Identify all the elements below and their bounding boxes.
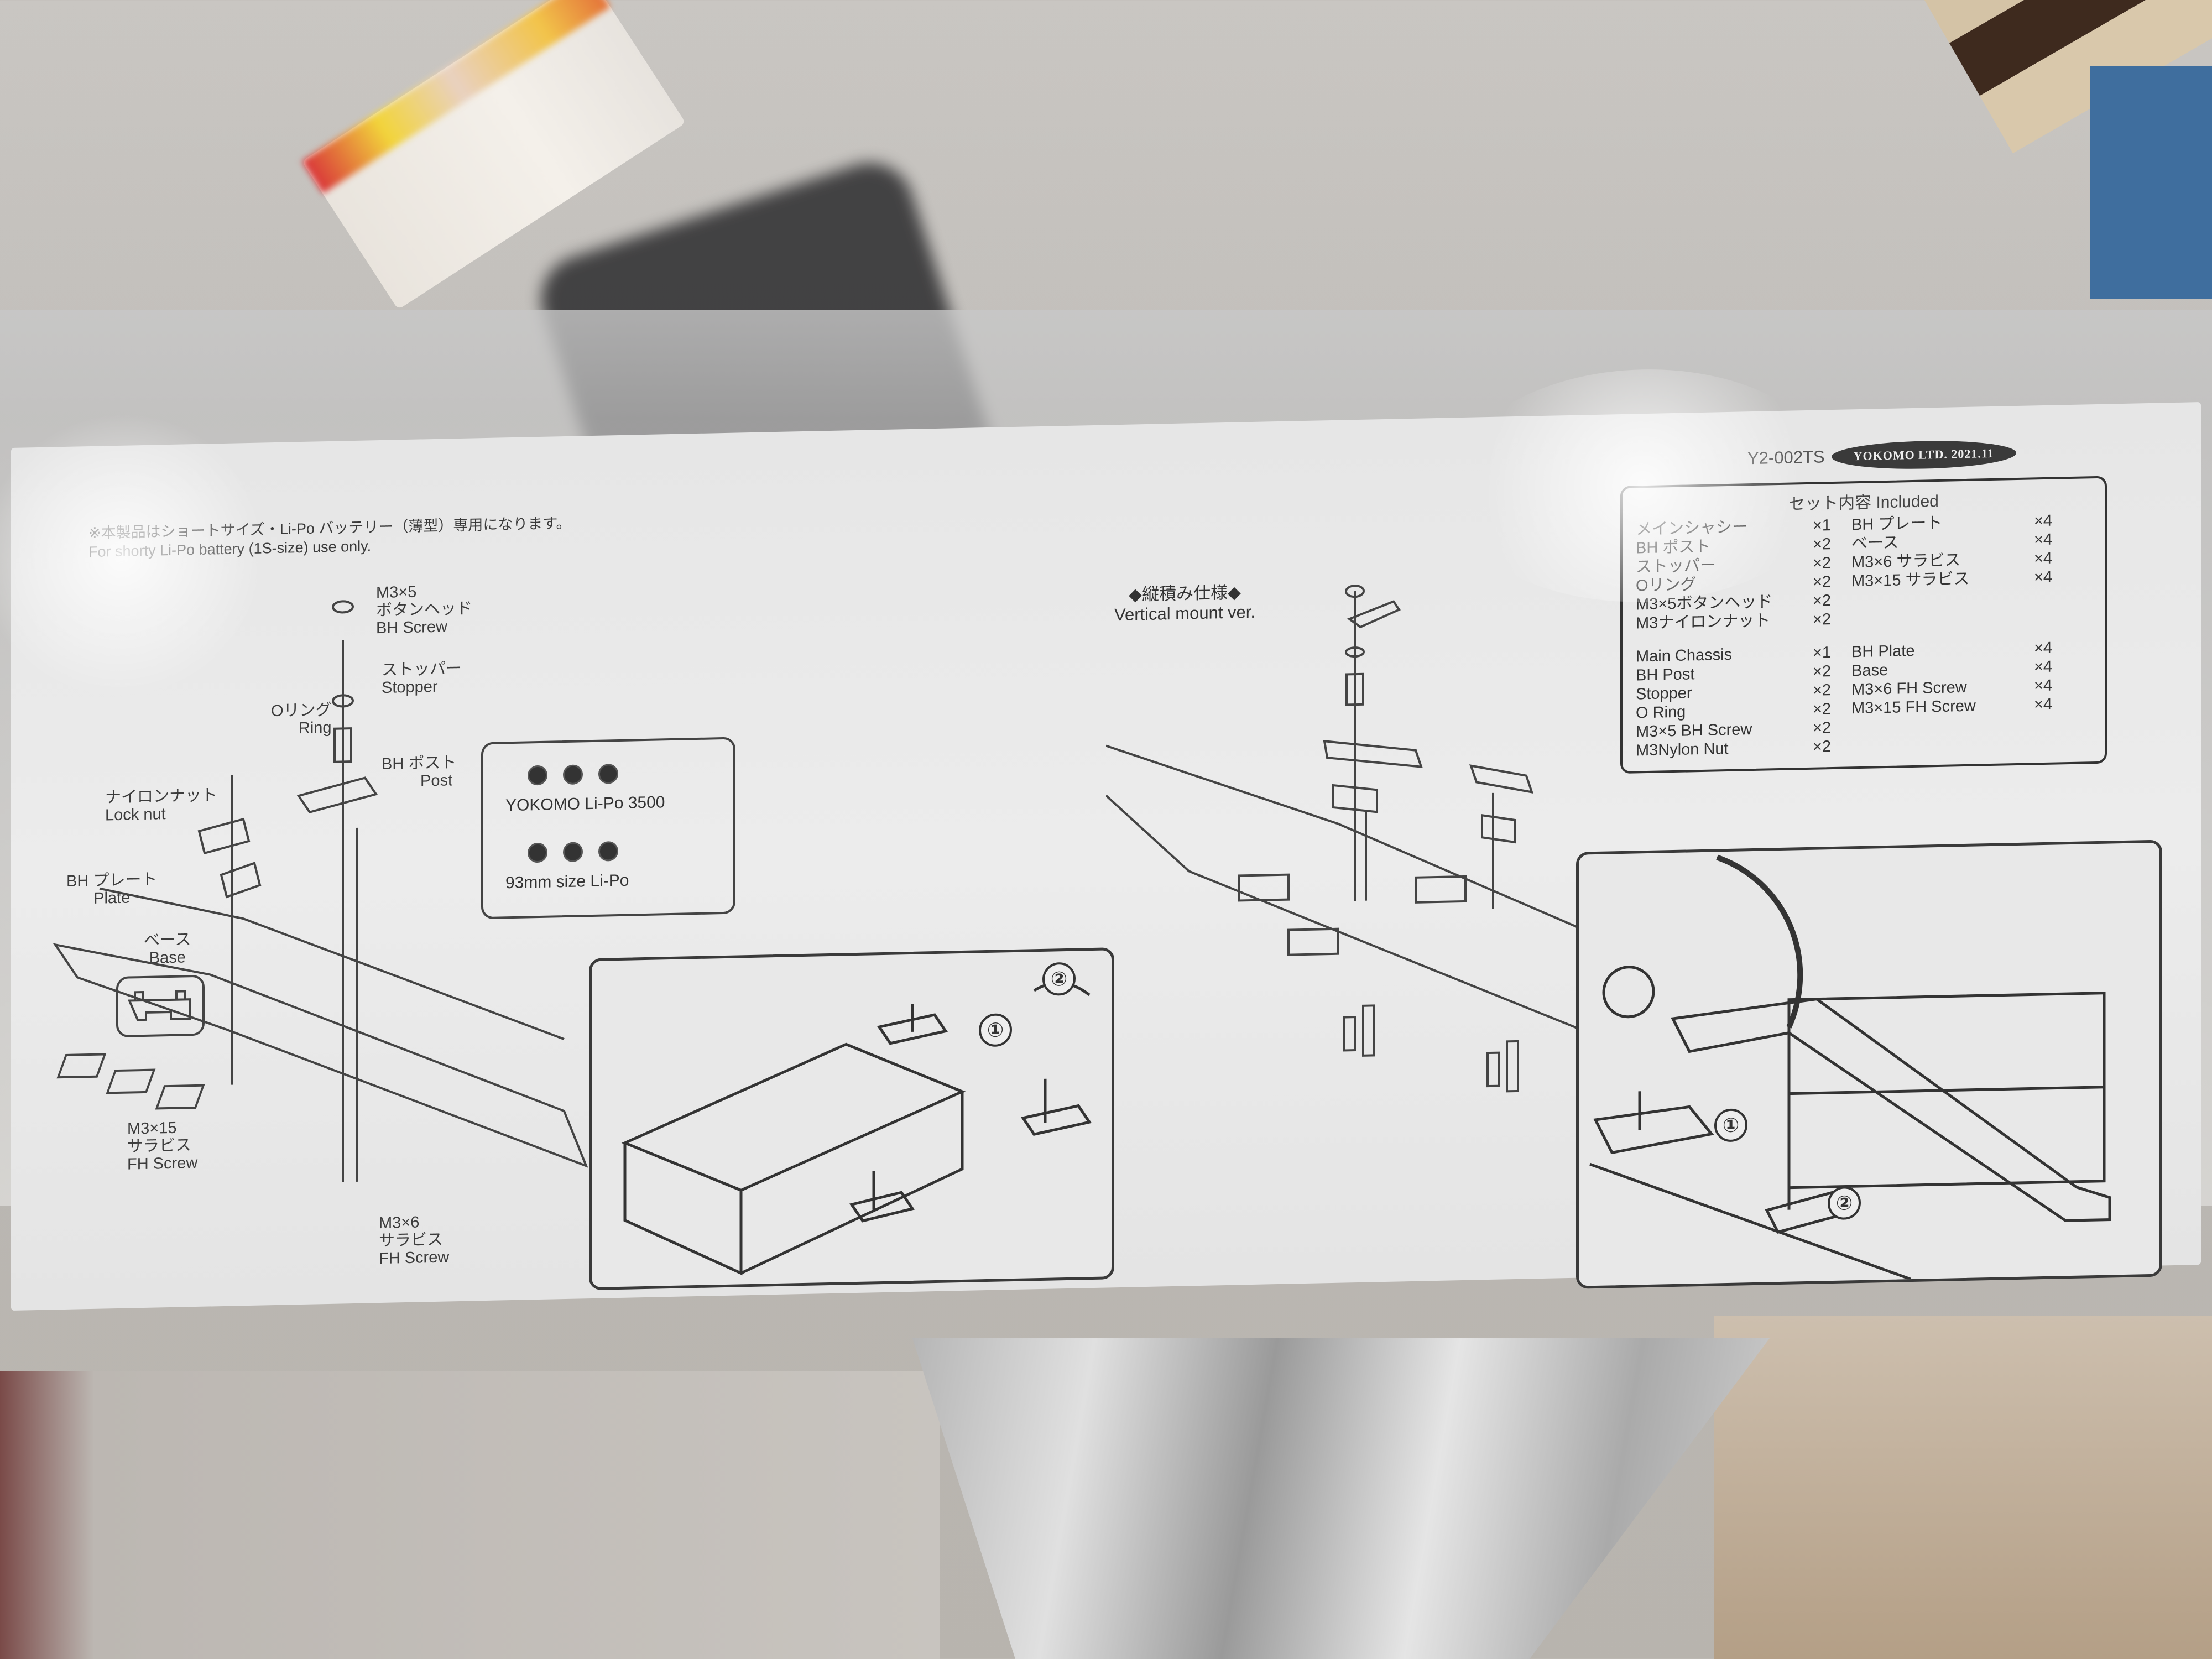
part-qty: ×2 xyxy=(1813,592,1832,610)
part-qty: ×2 xyxy=(1813,700,1832,718)
part-qty: ×4 xyxy=(2034,568,2053,587)
inset-vertical-install: ① ② xyxy=(1576,839,2162,1289)
part-qty: ×4 xyxy=(2034,549,2053,568)
part-qty: ×1 xyxy=(1813,644,1832,662)
part-qty: ×2 xyxy=(1813,611,1832,629)
background-blue-panel xyxy=(2090,66,2212,299)
inset-battery-install: ① ② xyxy=(589,947,1114,1291)
product-code: Y2-002TS xyxy=(1747,447,1825,468)
foil-bag xyxy=(912,1338,1770,1659)
product-header: Y2-002TS YOKOMO LTD. 2021.11 xyxy=(1747,439,2016,472)
part-qty: ×2 xyxy=(1813,554,1832,572)
part-qty: ×2 xyxy=(1813,662,1832,681)
part-name: M3ナイロンナット xyxy=(1636,612,1771,633)
chassis-exploded-drawing xyxy=(53,600,588,1182)
part-qty: ×4 xyxy=(2034,639,2053,658)
part-qty: ×2 xyxy=(1813,681,1832,700)
part-qty: ×4 xyxy=(2034,676,2053,695)
part-qty: ×2 xyxy=(1813,738,1832,756)
maker-badge: YOKOMO LTD. 2021.11 xyxy=(1831,439,2016,471)
part-qty: ×4 xyxy=(2034,658,2053,676)
part-qty: ×2 xyxy=(1813,573,1832,591)
part-name: M3Nylon Nut xyxy=(1636,739,1729,760)
vertical-mount-drawing xyxy=(1106,585,1631,1093)
part-qty: ×4 xyxy=(2034,512,2053,530)
parts-list-box: セット内容 Included メインシャシー×1 BH プレート×4 BH ポス… xyxy=(1620,476,2107,774)
part-qty: ×4 xyxy=(2034,530,2053,549)
parts-list-jp: メインシャシー×1 BH プレート×4 BH ポスト×2 ベース×4 ストッパー… xyxy=(1636,510,2091,633)
background-bottom-left xyxy=(0,1371,940,1659)
background-bottom-right xyxy=(1714,1316,2212,1659)
part-qty: ×2 xyxy=(1813,535,1832,554)
parts-list-en: Main Chassis×1 BH Plate×4 BH Post×2 Base… xyxy=(1636,638,2091,760)
instruction-sheet: ※本製品はショートサイズ・Li-Po バッテリー（薄型）専用になります。 For… xyxy=(0,365,2201,1311)
part-qty: ×2 xyxy=(1813,719,1832,737)
part-qty: ×4 xyxy=(2034,695,2053,714)
part-qty: ×1 xyxy=(1813,517,1832,535)
